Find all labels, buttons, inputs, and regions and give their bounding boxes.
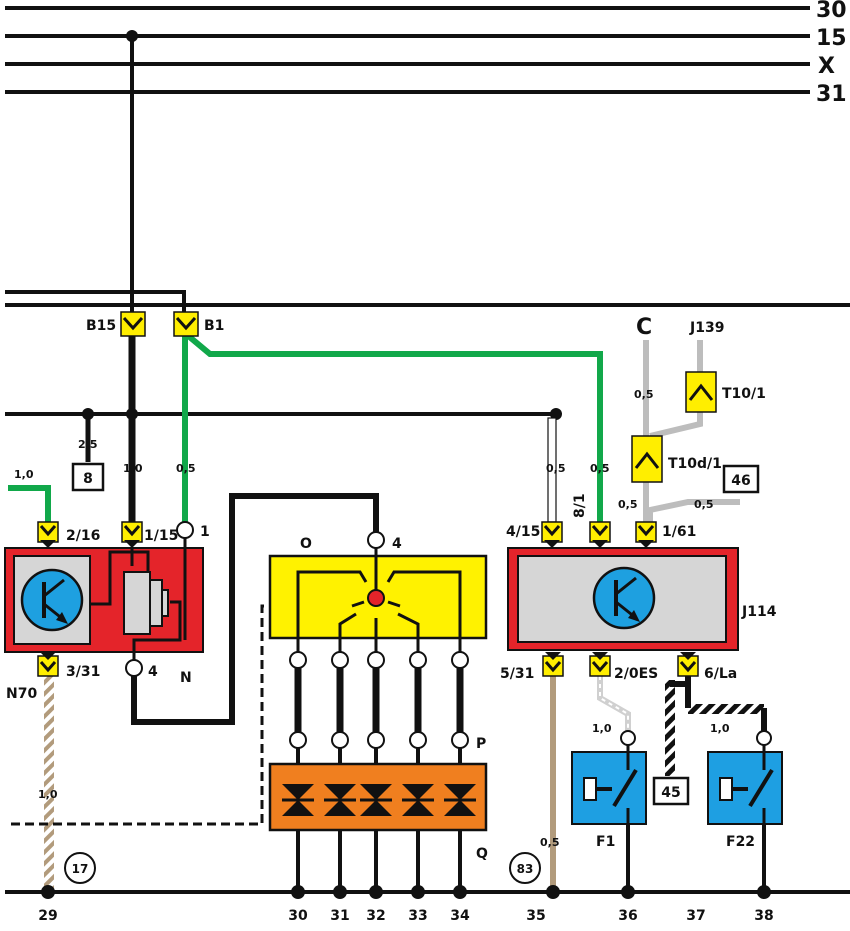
label-p: P xyxy=(476,736,486,752)
box-46 xyxy=(722,464,760,494)
svg-text:29: 29 xyxy=(38,908,57,924)
box-45 xyxy=(652,776,690,806)
n70-pin-115: 1/15 xyxy=(144,528,178,544)
marker-17-label: 17 xyxy=(72,862,89,876)
label-f1: F1 xyxy=(596,834,615,850)
distributor-pin-4 xyxy=(367,531,385,549)
wire-size-05: 0,5 xyxy=(176,462,196,475)
connector-t101 xyxy=(685,371,717,413)
wire-size-46: 0,5 xyxy=(694,498,714,511)
j114-pin-20es: 2/0ES xyxy=(614,666,658,682)
wire-size-far-left: 1,0 xyxy=(14,468,34,481)
rotor-icon xyxy=(367,589,385,607)
ground-splices xyxy=(41,885,771,899)
wire-j114-6la xyxy=(665,680,675,776)
harness-lines xyxy=(5,290,850,894)
wire-size-f22: 1,0 xyxy=(710,722,730,735)
j114-pin-6la: 6/La xyxy=(704,666,737,682)
svg-text:35: 35 xyxy=(526,908,545,924)
n70-pin-216: 2/16 xyxy=(66,528,100,544)
box-46-label: 46 xyxy=(731,473,750,489)
ignition-coil-n70 xyxy=(4,534,204,660)
marker-17 xyxy=(64,852,96,884)
bus-30-label: 30 xyxy=(816,0,847,23)
svg-text:33: 33 xyxy=(408,908,427,924)
wire-green-b1-j114 xyxy=(184,331,603,522)
j114-pin-415: 4/15 xyxy=(506,524,540,540)
transistor-icon xyxy=(20,568,84,632)
label-f22: F22 xyxy=(726,834,755,850)
label-n: N xyxy=(180,670,192,686)
wire-size-t10d: 0,5 xyxy=(618,498,638,511)
marker-83-label: 83 xyxy=(517,862,534,876)
wire-coil-loop xyxy=(131,493,379,725)
wire-size-j114-415: 0,5 xyxy=(546,462,566,475)
label-j139: J139 xyxy=(689,320,724,336)
switch-f22 xyxy=(707,740,783,825)
box-8-label: 8 xyxy=(83,471,93,487)
j114-pin-81: 8/1 xyxy=(572,493,588,518)
wire-size-c: 0,5 xyxy=(634,388,654,401)
switch-f1 xyxy=(571,740,647,825)
wire-green-far-left xyxy=(8,485,51,522)
n70-pin-4 xyxy=(125,659,143,677)
marker-83 xyxy=(509,852,541,884)
label-o: O xyxy=(300,536,312,552)
box-8 xyxy=(71,462,105,492)
connector-b15 xyxy=(120,311,146,337)
box-45-label: 45 xyxy=(661,785,680,801)
wire-6la-f22 xyxy=(688,704,764,714)
wire-size-25: 2,5 xyxy=(78,438,98,451)
connector-b1 xyxy=(173,311,199,337)
svg-text:36: 36 xyxy=(618,908,637,924)
svg-text:32: 32 xyxy=(366,908,385,924)
wire-size-10: 1,0 xyxy=(123,462,143,475)
coil-icon xyxy=(123,571,151,635)
n70-pin-1 xyxy=(176,521,194,539)
splice-8 xyxy=(82,408,94,420)
svg-text:31: 31 xyxy=(330,908,349,924)
wire-grey-j139 xyxy=(649,340,703,439)
n70-pin-4-label: 4 xyxy=(148,664,158,680)
svg-text:38: 38 xyxy=(754,908,773,924)
wire-grey-46 xyxy=(647,499,740,522)
wire-size-531: 0,5 xyxy=(540,836,560,849)
wire-size-j114-81: 0,5 xyxy=(590,462,610,475)
j114-pin-531: 5/31 xyxy=(500,666,534,682)
label-b1: B1 xyxy=(204,318,224,334)
connector-t10d1 xyxy=(631,435,663,483)
label-t101: T10/1 xyxy=(722,386,766,402)
svg-text:37: 37 xyxy=(686,908,705,924)
bus-lines xyxy=(5,6,810,94)
wire-n70-ground xyxy=(44,676,54,888)
svg-text:34: 34 xyxy=(450,908,470,924)
splice-j114 xyxy=(550,408,562,420)
label-n70: N70 xyxy=(6,686,37,702)
wire-size-n70-bottom: 1,0 xyxy=(38,788,58,801)
bus-31-label: 31 xyxy=(816,82,847,107)
label-q: Q xyxy=(476,846,488,862)
bus-x-label: X xyxy=(818,54,835,79)
label-b15: B15 xyxy=(86,318,116,334)
control-unit-j114 xyxy=(507,547,739,651)
transistor-icon xyxy=(592,566,656,630)
ground-numbers: 29 30 31 32 33 34 35 36 37 38 xyxy=(38,908,773,924)
label-c: C xyxy=(636,315,652,340)
svg-text:30: 30 xyxy=(288,908,308,924)
n70-pin-1-label: 1 xyxy=(200,524,210,540)
wire-size-f1: 1,0 xyxy=(592,722,612,735)
label-t10d1: T10d/1 xyxy=(668,456,722,472)
spark-plugs-q xyxy=(268,762,488,832)
distributor-o xyxy=(268,548,488,654)
distributor-pin-4-label: 4 xyxy=(392,536,402,552)
splice-b15 xyxy=(126,408,138,420)
j114-pin-161: 1/61 xyxy=(662,524,696,540)
j114-label: J114 xyxy=(741,604,777,620)
n70-pin-331: 3/31 xyxy=(66,664,100,680)
bus-15-label: 15 xyxy=(816,26,847,51)
splice-15 xyxy=(126,30,138,42)
